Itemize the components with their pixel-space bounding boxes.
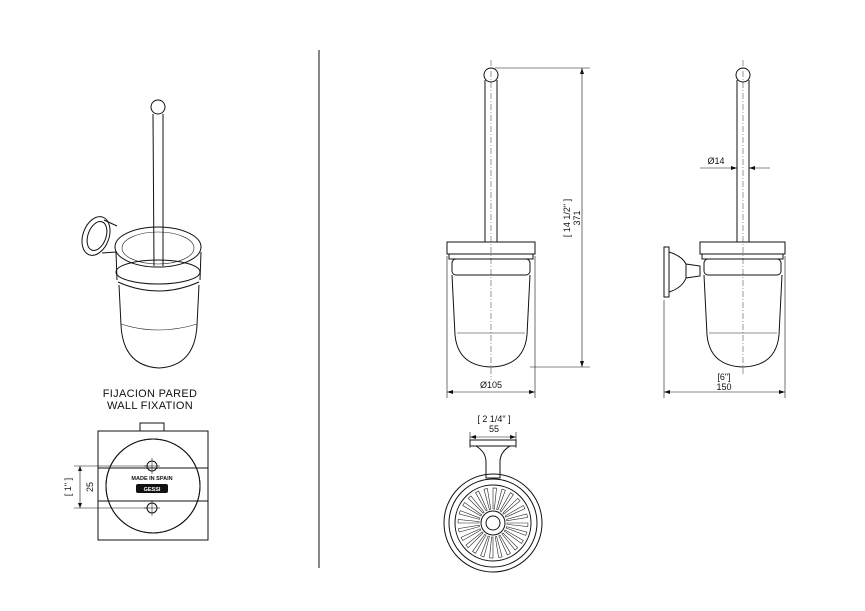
- rosette-flute: [489, 536, 494, 559]
- rosette-flute: [480, 535, 490, 558]
- isometric-view: [81, 99, 202, 369]
- rosette-flute: [498, 534, 511, 556]
- bottom-view: [ 2 1/4" ] 55: [443, 414, 543, 573]
- side-wall-bracket: [663, 246, 701, 298]
- handle-diameter-label: Ø14: [707, 156, 724, 166]
- rosette-flute: [504, 505, 526, 518]
- rosette-flute: [458, 524, 480, 533]
- depth-in-label: [6"]: [717, 372, 730, 382]
- rosette-in-label: [ 2 1/4" ]: [477, 414, 510, 424]
- height-dimension: [ 14 1/2" ] 371: [495, 67, 590, 368]
- depth-mm-label: 150: [716, 382, 731, 392]
- made-in-spain-text: MADE IN SPAIN: [131, 476, 172, 482]
- rosette-flute: [458, 510, 481, 520]
- rosette-width-dimension: [ 2 1/4" ] 55: [469, 414, 517, 448]
- rosette-flute: [460, 528, 482, 541]
- rosette-flute: [503, 529, 524, 544]
- height-mm-label: 371: [572, 210, 582, 225]
- screw-spacing-dimension: [ 1" ] 25: [63, 465, 148, 509]
- rosette-flute: [457, 519, 480, 524]
- fixation-title-es: FIJACION PARED: [103, 388, 197, 400]
- fixation-title-en: WALL FIXATION: [107, 400, 193, 412]
- rosette-flute: [501, 532, 519, 551]
- rosette-flute: [496, 488, 506, 511]
- handle-diameter-dimension: Ø14: [700, 156, 770, 170]
- rosette-flute: [499, 492, 514, 513]
- iso-brush-handle: [150, 99, 166, 267]
- iso-wall-rosette: [81, 216, 118, 256]
- screw-spacing-mm-label: 25: [85, 482, 95, 492]
- side-view: Ø14 [6"] 150: [663, 60, 786, 398]
- screw-spacing-in-label: [ 1" ]: [63, 478, 73, 496]
- cup-diameter-dimension: Ø105: [446, 256, 536, 398]
- rosette-flute: [465, 531, 484, 549]
- rosette-flute: [483, 488, 492, 510]
- rosette-flute: [475, 490, 488, 512]
- rosette-flute: [462, 502, 483, 517]
- fixation-top-tab: [139, 422, 165, 432]
- rosette-flute: [494, 536, 503, 558]
- wall-fixation-view: FIJACION PARED WALL FIXATION MADE IN SPA…: [63, 388, 209, 541]
- rosette-flute: [492, 487, 497, 510]
- rosette-flutes: [457, 487, 529, 559]
- brand-logo-text: GESSI: [144, 487, 161, 493]
- rosette-flute: [472, 533, 487, 554]
- rosette-flute: [506, 513, 528, 522]
- front-view: [ 14 1/2" ] 371 Ø105: [446, 60, 590, 398]
- rosette-flute: [502, 497, 521, 515]
- rosette-mm-label: 55: [489, 424, 499, 434]
- cup-diameter-label: Ø105: [480, 380, 502, 390]
- rosette-flute: [467, 495, 485, 514]
- made-in-spain-stamp: MADE IN SPAIN GESSI: [131, 476, 173, 493]
- depth-dimension: [6"] 150: [663, 256, 786, 398]
- height-in-label: [ 14 1/2" ]: [562, 199, 572, 237]
- rosette-flute: [506, 522, 529, 527]
- iso-glass-cup: [114, 226, 202, 369]
- rosette-flute: [505, 526, 528, 536]
